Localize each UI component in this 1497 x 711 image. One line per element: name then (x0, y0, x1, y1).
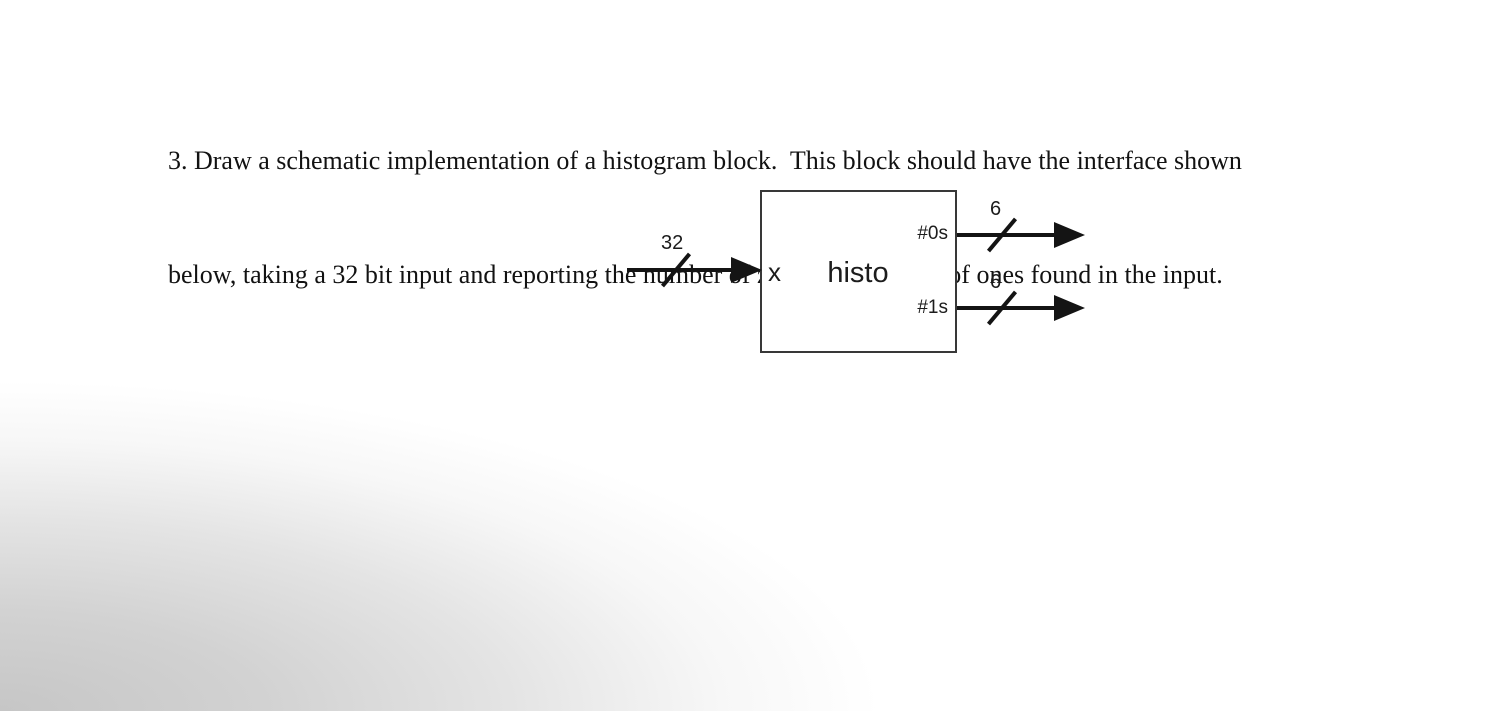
problem-text-line-2: below, taking a 32 bit input and reporti… (168, 260, 1223, 289)
output-ones-wire (957, 306, 1056, 310)
problem-statement: 3. Draw a schematic implementation of a … (168, 66, 1242, 370)
block-name-label: histo (827, 257, 889, 289)
input-bus-width-label: 32 (661, 232, 684, 254)
output-zeros-bus-width-label: 6 (990, 198, 1002, 220)
input-wire (627, 268, 733, 272)
output-zeros-wire (957, 233, 1056, 237)
input-arrowhead-icon (731, 257, 762, 283)
output-ones-arrowhead-icon (1054, 295, 1085, 321)
output-ones-bus-width-label: 6 (990, 271, 1002, 293)
output-port-zeros-label: #0s (917, 223, 948, 244)
output-port-ones-label: #1s (917, 297, 948, 318)
histo-block-outline (760, 190, 957, 353)
input-port-label: x (768, 257, 781, 287)
output-zeros-arrowhead-icon (1054, 222, 1085, 248)
problem-text-line-1: 3. Draw a schematic implementation of a … (168, 146, 1242, 175)
